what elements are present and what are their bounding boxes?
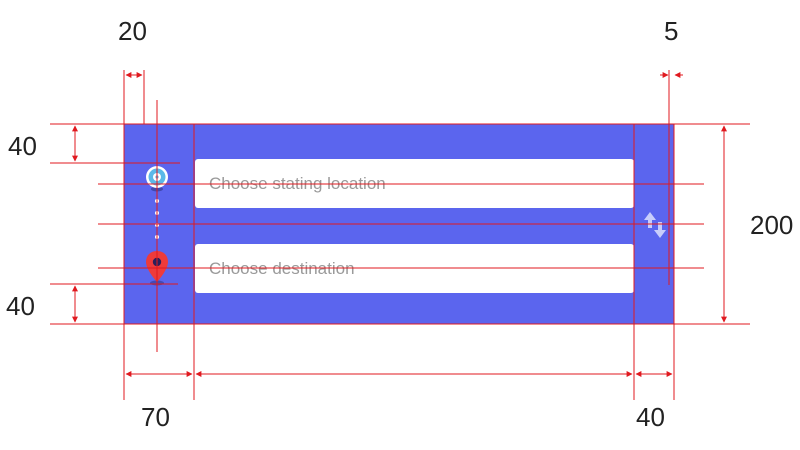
start-location-input[interactable] xyxy=(195,159,634,208)
destination-input[interactable] xyxy=(195,244,634,293)
map-pin-icon xyxy=(146,251,168,286)
dim-label-top-right: 5 xyxy=(664,16,679,46)
location-target-icon xyxy=(146,166,168,192)
swap-vertical-icon[interactable] xyxy=(642,210,668,240)
dim-label-top-left: 20 xyxy=(118,16,147,46)
dim-label-bottom-right: 40 xyxy=(636,402,665,432)
dim-label-right: 200 xyxy=(750,210,794,240)
dim-label-bottom-left: 70 xyxy=(141,402,170,432)
route-panel xyxy=(124,124,674,324)
route-dots-icon xyxy=(155,199,159,239)
dim-label-left-lower: 40 xyxy=(6,291,35,321)
dim-label-left-upper: 40 xyxy=(8,131,37,161)
